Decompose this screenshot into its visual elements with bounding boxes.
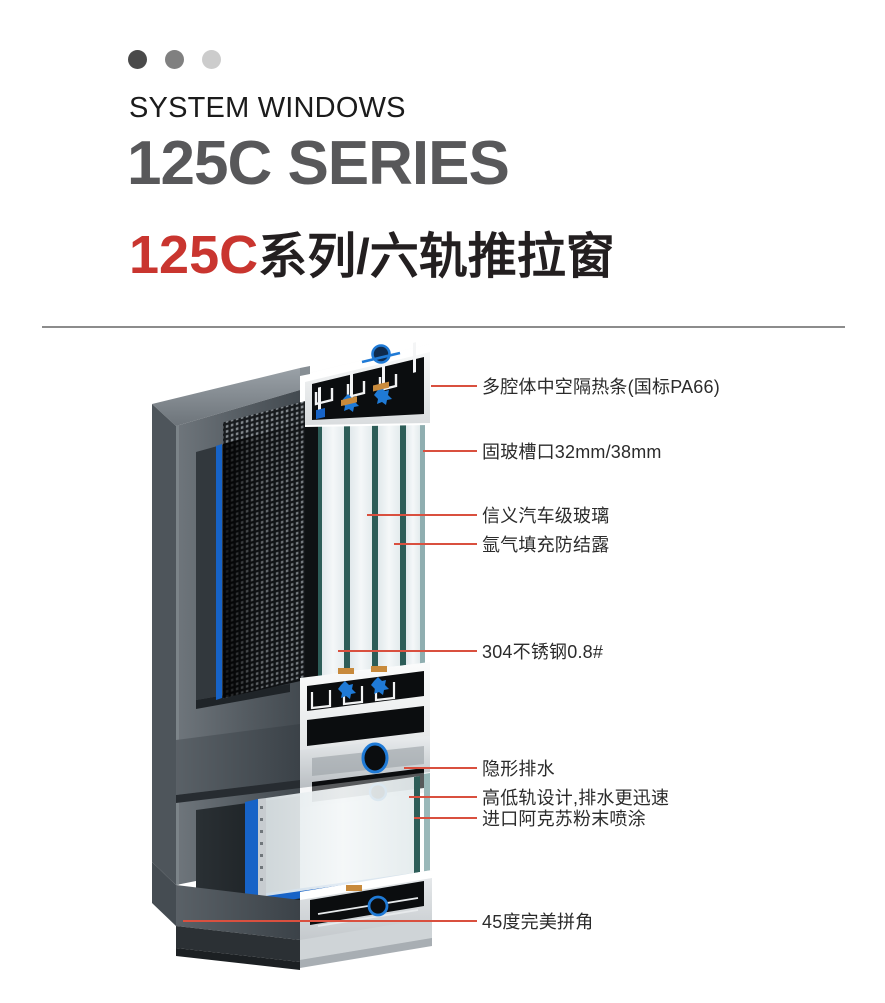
callout-label: 进口阿克苏粉末喷涂 bbox=[482, 809, 646, 829]
leader-line bbox=[423, 450, 477, 452]
subtitle-code: 125C bbox=[129, 225, 259, 285]
page-title: 125C SERIES bbox=[127, 129, 510, 198]
dot-light bbox=[202, 50, 221, 69]
leader-line bbox=[183, 920, 477, 922]
product-cutaway-figure bbox=[0, 340, 885, 980]
callout-label: 氩气填充防结露 bbox=[482, 535, 610, 555]
dot-dark bbox=[128, 50, 147, 69]
eyebrow-text: SYSTEM WINDOWS bbox=[129, 92, 406, 124]
callout-argon-fill: 氩气填充防结露 bbox=[0, 535, 885, 555]
subtitle-series: 系列 bbox=[258, 230, 357, 284]
callout-insulation-strip: 多腔体中空隔热条(国标PA66) bbox=[0, 377, 885, 397]
callout-track-design: 高低轨设计,排水更迅速 bbox=[0, 788, 885, 808]
decorative-dots bbox=[128, 50, 221, 69]
callout-45-degree-joint: 45度完美拼角 bbox=[0, 912, 885, 932]
subtitle: 125C系列/六轨推拉窗 bbox=[129, 228, 615, 282]
callout-label: 信义汽车级玻璃 bbox=[482, 506, 610, 526]
callout-label: 45度完美拼角 bbox=[482, 912, 594, 932]
subtitle-slash: / bbox=[356, 230, 370, 284]
leader-line bbox=[431, 385, 477, 387]
callout-label: 固玻槽口32mm/38mm bbox=[482, 442, 662, 462]
callout-label: 隐形排水 bbox=[482, 759, 555, 779]
callout-label: 多腔体中空隔热条(国标PA66) bbox=[482, 377, 720, 397]
leader-line bbox=[409, 796, 477, 798]
callout-label: 304不锈钢0.8# bbox=[482, 642, 604, 662]
header-divider bbox=[42, 326, 845, 328]
leader-line bbox=[394, 543, 477, 545]
leader-line bbox=[367, 514, 477, 516]
subtitle-type: 六轨推拉窗 bbox=[369, 230, 615, 284]
callout-automotive-glass: 信义汽车级玻璃 bbox=[0, 506, 885, 526]
dot-medium bbox=[165, 50, 184, 69]
leader-line bbox=[338, 650, 477, 652]
callout-stainless-steel: 304不锈钢0.8# bbox=[0, 642, 885, 662]
leader-line bbox=[404, 767, 477, 769]
callout-glass-groove: 固玻槽口32mm/38mm bbox=[0, 442, 885, 462]
callout-hidden-drainage: 隐形排水 bbox=[0, 759, 885, 779]
leader-line bbox=[414, 817, 477, 819]
callout-powder-coating: 进口阿克苏粉末喷涂 bbox=[0, 809, 885, 829]
callout-label: 高低轨设计,排水更迅速 bbox=[482, 788, 670, 808]
